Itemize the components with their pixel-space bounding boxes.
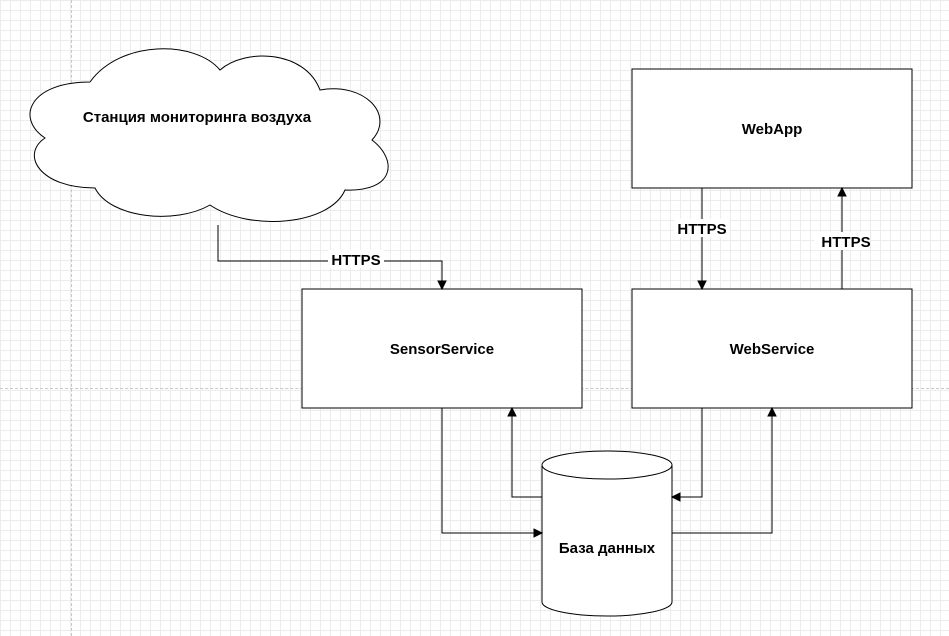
sensor-service-box[interactable] (301, 288, 583, 409)
web-service-label: WebService (730, 341, 815, 358)
station-cloud[interactable]: Станция мониторинга воздуха (29, 48, 389, 222)
edge-label-station-to-sensor: HTTPS (331, 252, 380, 269)
arrowhead-icon (437, 280, 447, 291)
edge-line[interactable] (511, 415, 542, 498)
database-node[interactable]: База данных (541, 450, 673, 617)
web-app-box[interactable] (631, 68, 913, 189)
edge-line[interactable] (679, 408, 703, 498)
edge-webapp-to-webservice[interactable]: HTTPS (674, 188, 730, 291)
arrowhead-icon (767, 406, 777, 417)
arrowhead-icon (507, 406, 517, 417)
arrowhead-icon (670, 492, 681, 502)
arrowhead-icon (837, 186, 847, 197)
web-service-node[interactable]: WebService (631, 288, 913, 409)
sensor-service-label: SensorService (390, 341, 494, 358)
edge-station-to-sensor[interactable]: HTTPS (217, 225, 447, 291)
database-cylinder-body[interactable] (541, 465, 673, 617)
station-label: Станция мониторинга воздуха (83, 109, 312, 126)
edge-webservice-to-webapp[interactable]: HTTPS (814, 186, 871, 289)
edge-db-to-webservice[interactable] (672, 406, 777, 534)
web-service-box[interactable] (631, 288, 913, 409)
edge-label-webservice-to-webapp: HTTPS (821, 234, 870, 251)
edge-line[interactable] (441, 408, 535, 534)
edge-label-background (674, 219, 730, 237)
sensor-service-node[interactable]: SensorService (301, 288, 583, 409)
edge-line[interactable] (672, 415, 773, 534)
cloud-shape[interactable] (29, 48, 389, 222)
database-label: База данных (559, 540, 656, 557)
edge-sensor-to-db[interactable] (441, 408, 544, 538)
edge-label-background (814, 232, 870, 250)
edge-label-background (328, 250, 384, 268)
web-app-node[interactable]: WebApp (631, 68, 913, 189)
arrowhead-icon (697, 280, 707, 291)
edge-webservice-to-db[interactable] (670, 408, 703, 502)
edge-db-to-sensor[interactable] (507, 406, 542, 498)
arrowhead-icon (533, 528, 544, 538)
database-cylinder-top[interactable] (541, 450, 673, 480)
edge-label-webapp-to-webservice: HTTPS (677, 221, 726, 238)
web-app-label: WebApp (742, 121, 803, 138)
page-break-vertical (71, 0, 72, 636)
